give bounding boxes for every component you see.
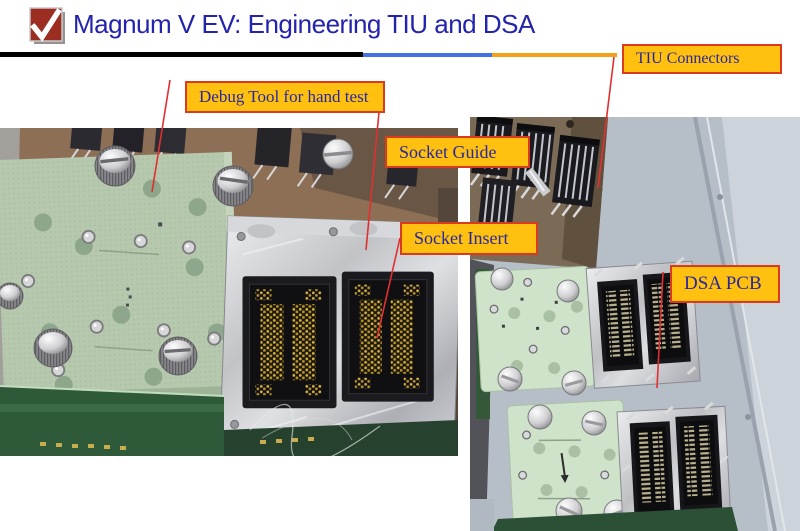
callout-socket-guide-label: Socket Guide [399,141,497,162]
callout-socket-insert-label: Socket Insert [414,228,509,248]
photo-debug-tool-fixture [0,114,463,465]
callout-dsa-pcb: DSA PCB [670,265,780,303]
thumbscrew [94,145,136,187]
photo-dsa-assembly [469,115,800,531]
callout-tiu-connectors: TIU Connectors [622,44,782,74]
divider-orange-segment [492,53,617,57]
callout-socket-guide: Socket Guide [385,136,530,168]
callout-tiu-connectors-label: TIU Connectors [636,50,740,67]
callout-dsa-pcb-label: DSA PCB [684,273,762,294]
callout-debug-tool-label: Debug Tool for hand test [199,87,369,106]
title-divider [0,52,800,57]
checkmark-icon [27,5,67,47]
divider-blue-segment [363,53,492,57]
callout-socket-insert: Socket Insert [400,222,538,255]
slide-title: Magnum V EV: Engineering TIU and DSA [73,9,535,39]
divider-black-segment [0,52,363,57]
callout-debug-tool: Debug Tool for hand test [185,81,385,113]
